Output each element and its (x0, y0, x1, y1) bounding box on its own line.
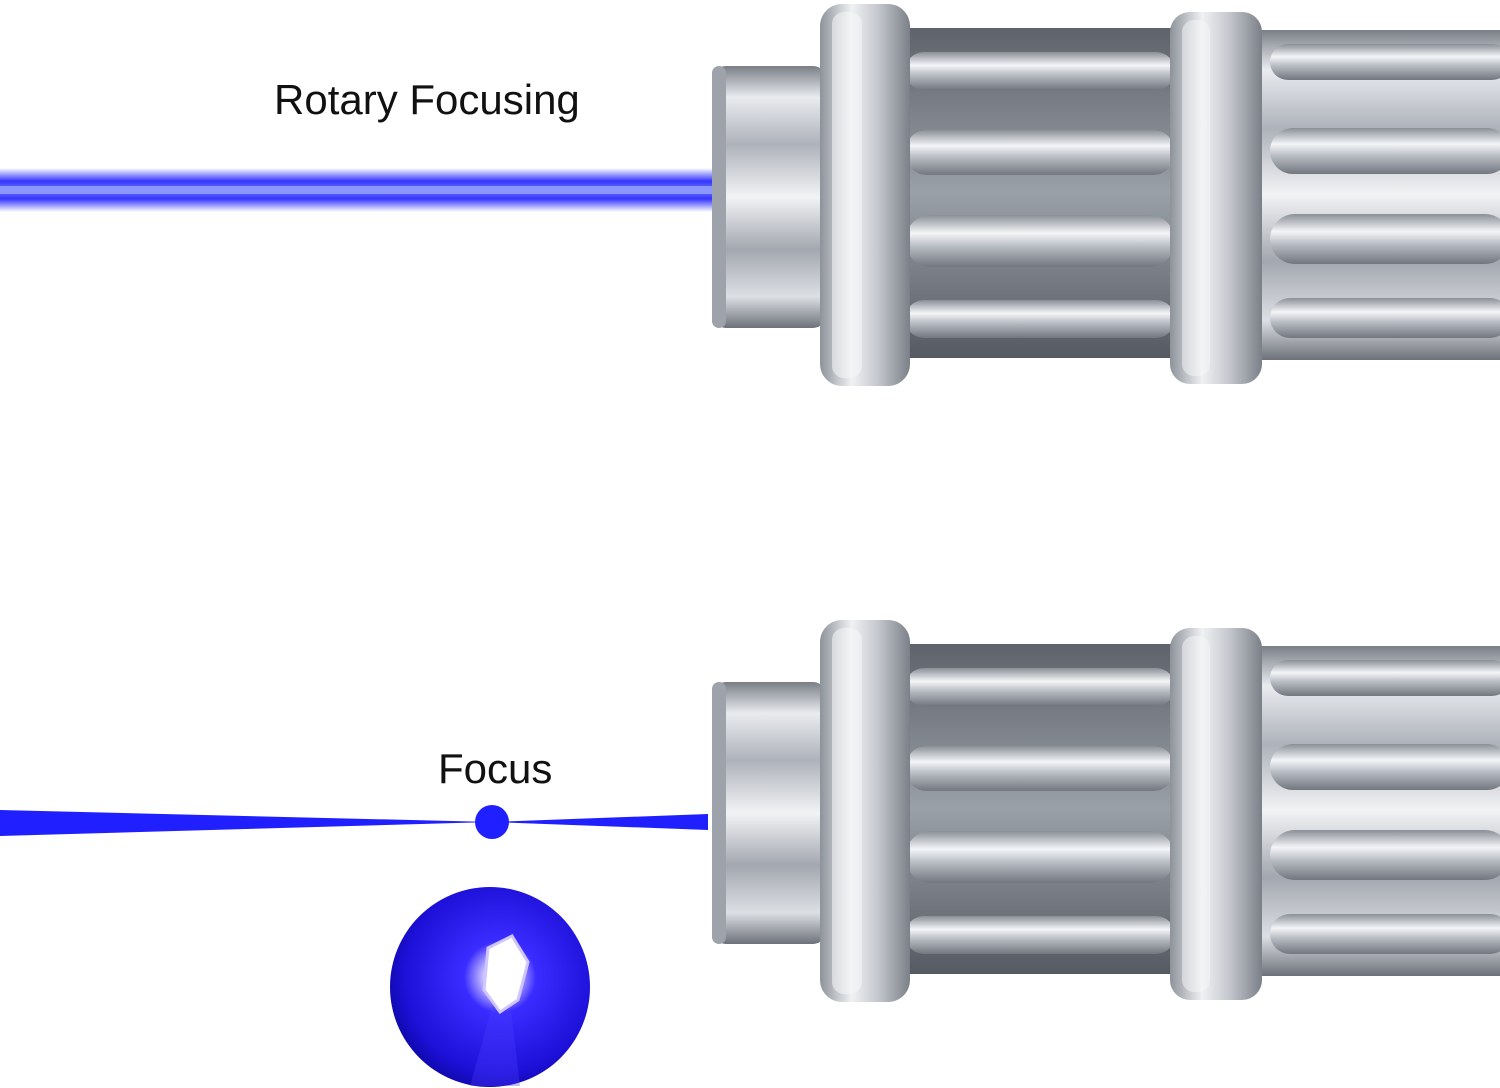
laser-beam-focused (0, 810, 708, 836)
laser-head-bottom (712, 620, 1500, 1002)
focus-spot-closeup (390, 887, 590, 1087)
laser-head-top (712, 4, 1500, 386)
focus-label: Focus (438, 745, 553, 792)
rotary-focusing-label: Rotary Focusing (274, 76, 580, 123)
laser-beam-straight (0, 168, 716, 212)
focus-point (475, 805, 509, 839)
